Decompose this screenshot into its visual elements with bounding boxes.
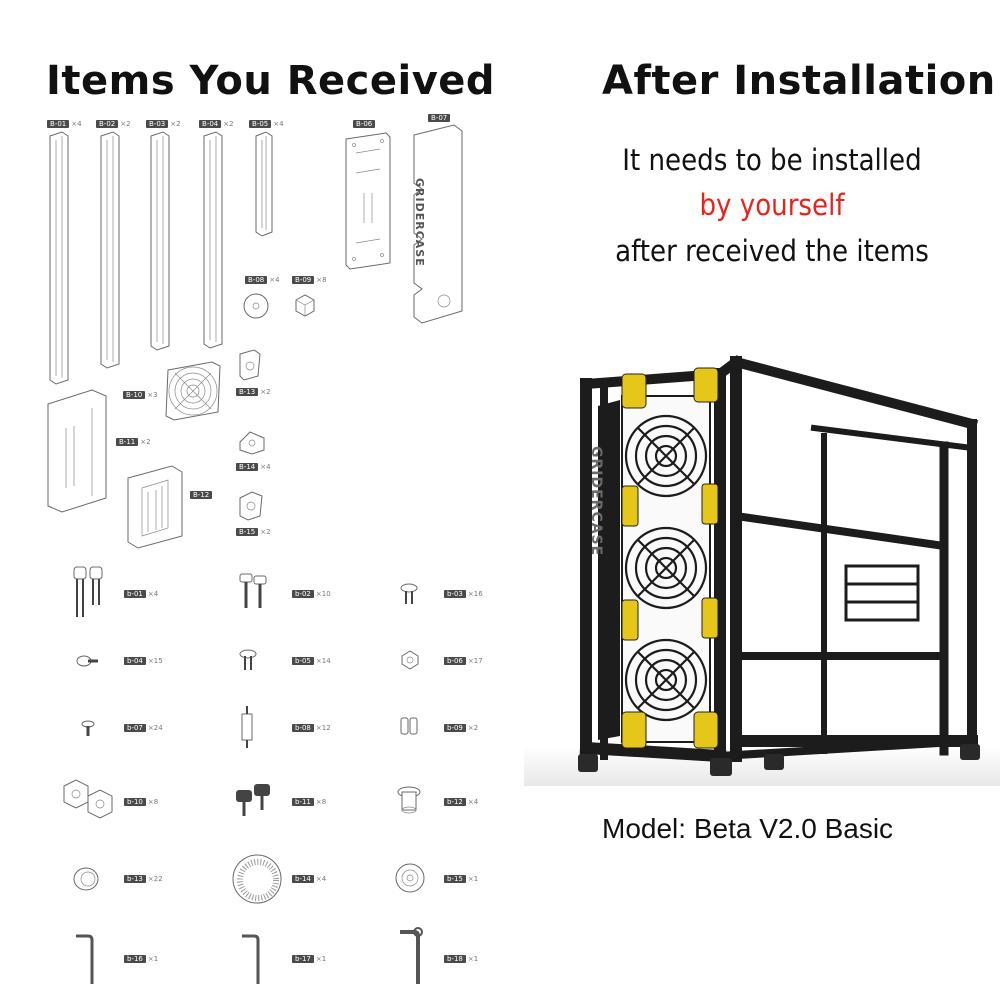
spacer-b-09 [400, 717, 418, 735]
part-tag-b-05: B-05×4 [249, 120, 284, 129]
model-label: Model: Beta V2.0 Basic [602, 813, 894, 844]
part-tag-b-17-small: b-17×1 [292, 955, 326, 964]
screw-b-02 [239, 573, 267, 608]
part-tag-b-06-small: b-06×17 [444, 657, 483, 666]
part-tag-b-09: B-09×8 [292, 276, 327, 285]
bracket-b-14 [239, 431, 265, 455]
nut-b-06 [401, 650, 419, 670]
thumb-screw-b-11 [236, 784, 270, 816]
part-tag-b-08: B-08×4 [245, 276, 280, 285]
spacer-b-08 [243, 293, 269, 319]
part-tag-b-14: B-14×4 [236, 463, 271, 472]
corner-cube-b-09 [295, 294, 315, 317]
side-plate-b-11 [47, 389, 107, 513]
assembled-case-image [524, 355, 1000, 786]
part-tag-b-01: B-01×4 [47, 120, 82, 129]
fan-guard-b-10 [165, 361, 221, 421]
brand-bracket-b-07 [413, 124, 463, 324]
grommet-b-12 [397, 786, 421, 814]
part-tag-b-02-small: b-02×10 [292, 590, 331, 599]
screw-b-03 [400, 583, 418, 604]
part-tag-b-15: B-15×2 [236, 528, 271, 537]
extrusion-rail-b-03 [150, 131, 170, 351]
screw-b-04 [76, 655, 98, 667]
cap-b-13 [73, 867, 99, 891]
install-note-line3: after received the items [615, 234, 929, 268]
part-tag-b-01-small: b-01×4 [124, 590, 158, 599]
part-tag-b-05-small: b-05×14 [292, 657, 331, 666]
part-tag-b-04-small: b-04×15 [124, 657, 163, 666]
part-tag-b-13-small: b-13×22 [124, 875, 163, 884]
standoff-b-08 [241, 706, 253, 748]
screw-b-01 [73, 566, 103, 617]
case-brand-text: GRIDERCASE [588, 446, 604, 557]
part-tag-b-02: B-02×2 [96, 120, 131, 129]
extrusion-rail-b-05 [255, 131, 273, 237]
extrusion-rail-b-04 [203, 131, 223, 349]
screw-b-07 [81, 720, 95, 736]
filter-b-14 [232, 854, 282, 904]
part-tag-b-12: B-12 [190, 491, 214, 500]
part-tag-b-18-small: b-18×1 [444, 955, 478, 964]
bracket-b-13 [239, 349, 261, 381]
part-tag-b-15-small: b-15×1 [444, 875, 478, 884]
install-note-line1: It needs to be installed [622, 143, 922, 177]
connector-cube-b-10 [63, 779, 113, 819]
extrusion-rail-b-01 [49, 131, 69, 385]
part-tag-b-08-small: b-08×12 [292, 724, 331, 733]
part-tag-b-11: B-11×2 [116, 438, 151, 447]
part-tag-b-11-small: b-11×8 [292, 798, 326, 807]
part-tag-b-03: B-03×2 [146, 120, 181, 129]
extrusion-rail-b-02 [100, 131, 120, 369]
card-bracket-b-12 [127, 465, 183, 549]
hex-key-b-17 [242, 934, 260, 984]
items-received-heading: Items You Received [46, 58, 496, 104]
part-tag-b-07-small: b-07×24 [124, 724, 163, 733]
part-tag-b-10: B-10×3 [123, 391, 158, 400]
brand-text-b-07: GRIDERCASE [413, 178, 426, 267]
part-tag-b-03-small: b-03×16 [444, 590, 483, 599]
part-tag-b-07: B-07 [428, 114, 452, 123]
part-tag-b-14-small: b-14×4 [292, 875, 326, 884]
part-tag-b-06: B-06 [353, 120, 377, 129]
part-tag-b-12-small: b-12×4 [444, 798, 478, 807]
hex-key-b-18 [400, 927, 423, 984]
part-tag-b-13: B-13×2 [236, 388, 271, 397]
install-note-line2: by yourself [699, 188, 845, 222]
after-installation-heading: After Installation [602, 58, 996, 104]
part-tag-b-10-small: b-10×8 [124, 798, 158, 807]
screw-b-05 [239, 649, 257, 670]
power-switch-b-15 [395, 863, 425, 893]
part-tag-b-04: B-04×2 [199, 120, 234, 129]
mounting-plate-b-06 [345, 132, 391, 270]
part-tag-b-16-small: b-16×1 [124, 955, 158, 964]
bracket-b-15 [239, 491, 263, 521]
part-tag-b-09-small: b-09×2 [444, 724, 478, 733]
hex-key-b-16 [76, 934, 94, 984]
